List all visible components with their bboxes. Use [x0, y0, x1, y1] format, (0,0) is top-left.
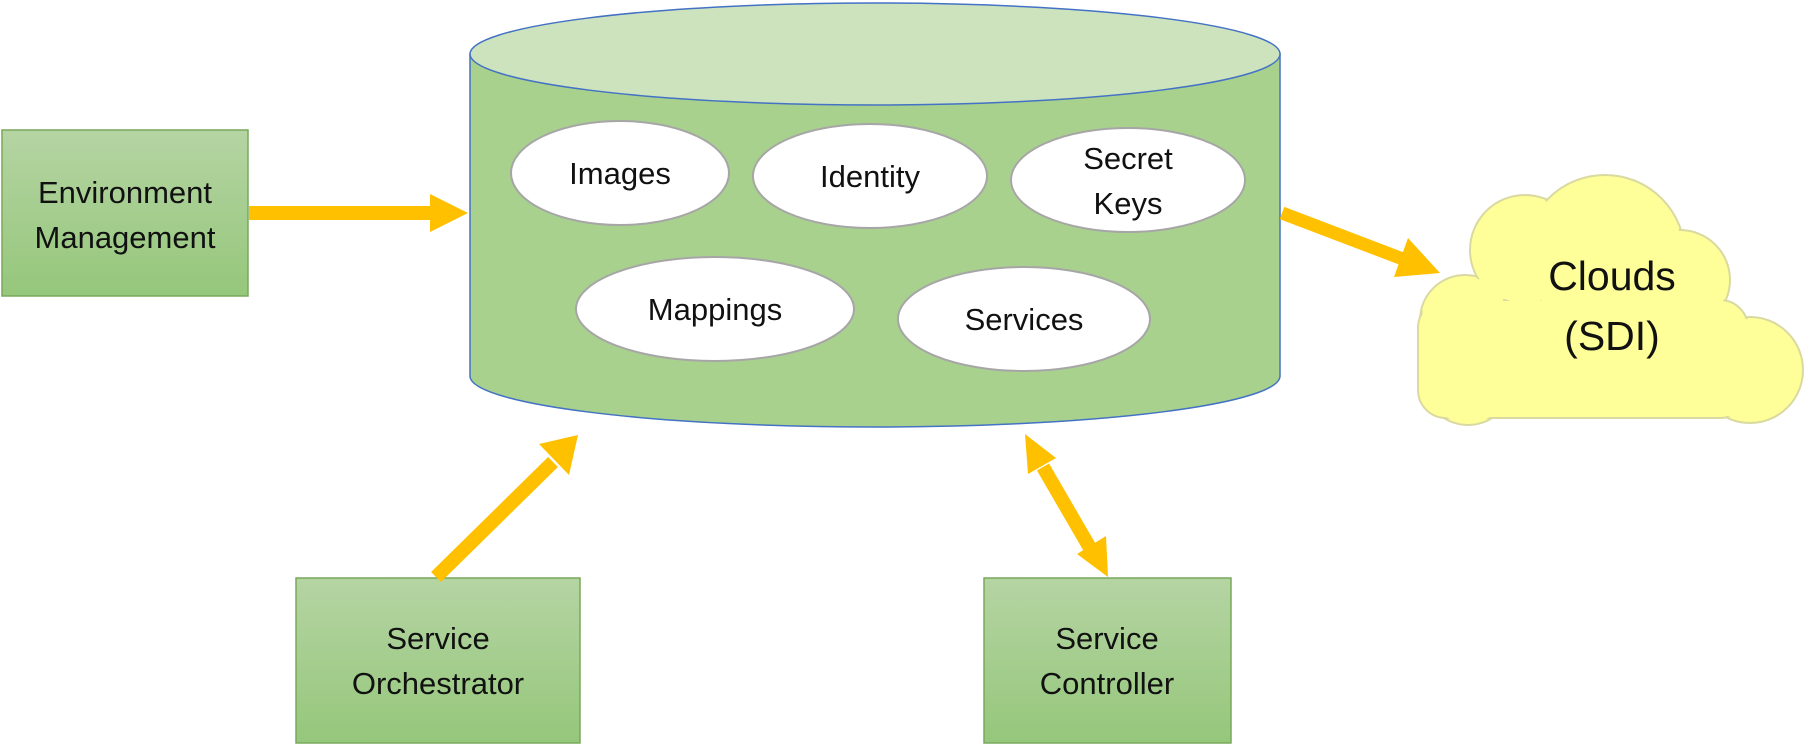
oval-services[interactable]: Services: [897, 266, 1151, 372]
cloud-label-line1: Clouds: [1548, 253, 1676, 299]
arrow-database-to-cloud: [1279, 206, 1440, 277]
cloud-fill-overlay: [1420, 177, 1801, 423]
oval-mappings-label: Mappings: [648, 292, 782, 327]
arrow-controller-database-bidirectional: [1025, 434, 1108, 577]
service-controller-label-line1: Service: [1055, 621, 1158, 656]
oval-secret-keys[interactable]: Secret Keys: [1010, 127, 1246, 233]
oval-services-label: Services: [965, 302, 1084, 337]
clouds-sdi[interactable]: Clouds (SDI): [1417, 174, 1804, 426]
oval-secret-keys-label-line2: Keys: [1094, 186, 1163, 221]
arrow-orchestrator-to-database: [431, 435, 578, 582]
service-controller-box[interactable]: Service Controller: [983, 577, 1232, 744]
service-controller-label-line2: Controller: [1040, 666, 1174, 701]
service-orchestrator-label-line2: Orchestrator: [352, 666, 524, 701]
database-top: [469, 2, 1281, 106]
database-body: [469, 53, 1281, 428]
service-orchestrator-label-line1: Service: [386, 621, 489, 656]
oval-mappings[interactable]: Mappings: [575, 256, 855, 362]
oval-images[interactable]: Images: [510, 120, 730, 226]
cloud-label-line2: (SDI): [1564, 313, 1660, 359]
database-cylinder: Images Identity Secret Keys Mappings Ser…: [469, 2, 1281, 428]
oval-identity-label: Identity: [820, 159, 920, 194]
environment-management-label-line2: Management: [35, 220, 216, 255]
service-orchestrator-box[interactable]: Service Orchestrator: [295, 577, 581, 744]
arrow-environment-to-database: [249, 194, 468, 232]
environment-management-box[interactable]: Environment Management: [1, 129, 249, 297]
oval-images-label: Images: [569, 156, 671, 191]
oval-secret-keys-label-line1: Secret: [1083, 141, 1173, 176]
oval-identity[interactable]: Identity: [752, 123, 988, 229]
environment-management-label-line1: Environment: [38, 175, 212, 210]
